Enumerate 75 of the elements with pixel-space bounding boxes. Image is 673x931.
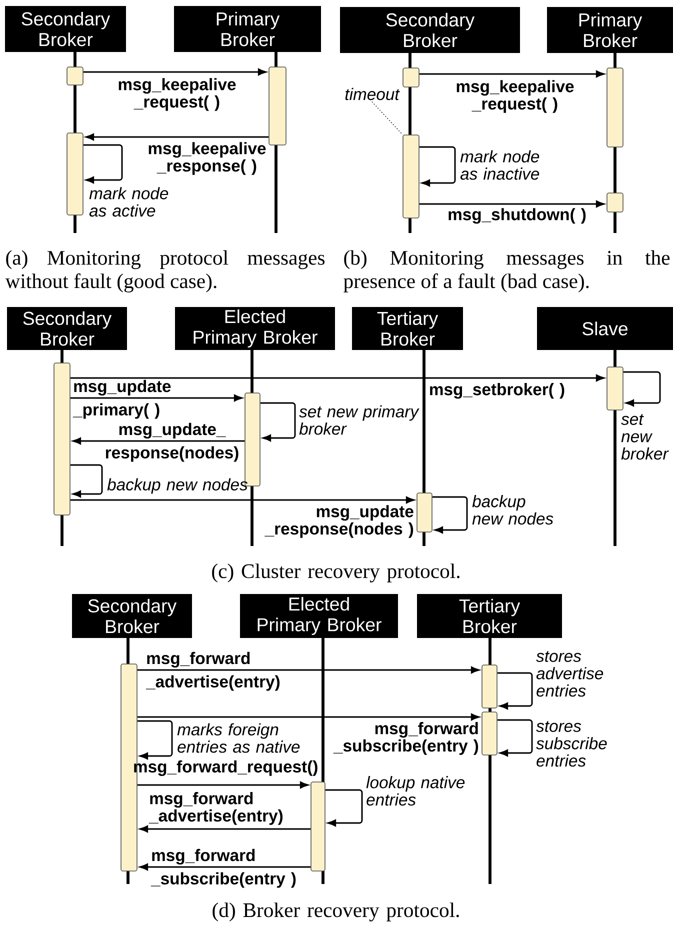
message-arrow — [70, 374, 604, 382]
message-arrow — [137, 782, 308, 788]
leader-line — [372, 101, 403, 135]
participant-box: Elected Primary Broker — [240, 594, 398, 638]
message-label: msg_keepalive _request( ) — [456, 80, 574, 113]
message-label: msg_setbroker( ) — [430, 383, 564, 399]
participant-box: Secondary Broker — [5, 6, 126, 52]
self-call-arrow — [432, 496, 468, 534]
activation-bar — [606, 192, 624, 212]
message-label: msg_update_ response(nodes) — [106, 422, 238, 462]
annotation-text: timeout — [345, 88, 400, 100]
action-note: lookup native entries — [366, 776, 465, 806]
participant-box: Slave — [537, 307, 673, 350]
participant-box: Secondary Broker — [72, 594, 192, 638]
message-label: msg_keepalive _request( ) — [118, 78, 236, 111]
activation-bar — [482, 712, 498, 756]
self-call-arrow — [325, 789, 363, 826]
message-arrow — [419, 70, 604, 78]
action-note: mark node as active — [89, 187, 168, 217]
message-label: msg_keepalive _response( ) — [148, 142, 266, 175]
activation-bar — [606, 366, 624, 410]
caption: (c) Cluster recovery protocol. — [212, 564, 460, 582]
participant-box: Tertiary Broker — [417, 594, 562, 638]
message-arrow — [86, 134, 269, 140]
activation-bar — [402, 68, 420, 88]
caption: (d) Broker recovery protocol. — [212, 902, 459, 922]
action-note: backup new nodes — [472, 495, 554, 525]
message-arrow — [140, 864, 311, 870]
action-note: stores subscribe entries — [536, 721, 607, 767]
self-call-arrow — [497, 719, 533, 756]
caption: (b) Monitoring messages in the presence of a fault (bad case). — [344, 250, 670, 292]
action-note: backup new nodes — [107, 478, 248, 494]
self-call-arrow — [623, 371, 661, 406]
message-arrow — [70, 394, 242, 402]
message-label: msg_forward _advertise(entry) — [146, 652, 280, 691]
action-note: set new primary broker — [299, 405, 420, 435]
self-call-arrow — [70, 464, 103, 498]
participant-box: Primary Broker — [174, 6, 321, 52]
action-note: mark node as inactive — [460, 150, 540, 180]
activation-bar — [606, 68, 624, 148]
message-label: msg_forward _subscribe(entry ) — [150, 848, 296, 888]
activation-bar — [66, 66, 84, 86]
message-arrow — [83, 68, 266, 76]
message-arrow — [419, 200, 604, 208]
activation-bar — [482, 664, 498, 708]
activation-bar — [402, 134, 420, 218]
action-note: marks foreign entries as native — [177, 723, 300, 753]
message-label: msg_update _response(nodes ) — [264, 505, 414, 538]
message-arrow — [140, 826, 311, 832]
activation-bar — [54, 362, 70, 516]
activation-bar — [268, 66, 286, 146]
participant-box: Secondary Broker — [340, 7, 520, 53]
self-call-arrow — [419, 146, 456, 186]
activation-bar — [66, 132, 84, 216]
self-call-arrow — [83, 144, 123, 184]
activation-bar — [310, 782, 326, 872]
participant-box: Tertiary Broker — [352, 307, 463, 350]
action-note: set new broker — [621, 414, 669, 460]
action-note: stores advertise entries — [536, 651, 604, 697]
message-arrow — [137, 666, 480, 674]
participant-box: Elected Primary Broker — [175, 307, 335, 350]
message-label: msg_shutdown( ) — [448, 208, 586, 224]
participant-box: Primary Broker — [547, 7, 673, 53]
message-label: msg_update _primary( ) — [72, 380, 171, 419]
self-call-arrow — [497, 672, 533, 710]
message-arrow — [70, 496, 414, 504]
activation-bar — [416, 492, 432, 532]
participant-box: Secondary Broker — [7, 307, 127, 350]
caption: (a) Monitoring protocol messages without fault (good case). — [5, 250, 325, 292]
message-label: msg_forward _advertise(entry) — [148, 792, 283, 825]
self-call-arrow — [260, 402, 296, 442]
message-arrow — [137, 714, 480, 720]
self-call-arrow — [137, 720, 173, 760]
message-arrow — [72, 438, 245, 444]
message-label: msg_forward _subscribe(entry ) — [333, 722, 478, 755]
